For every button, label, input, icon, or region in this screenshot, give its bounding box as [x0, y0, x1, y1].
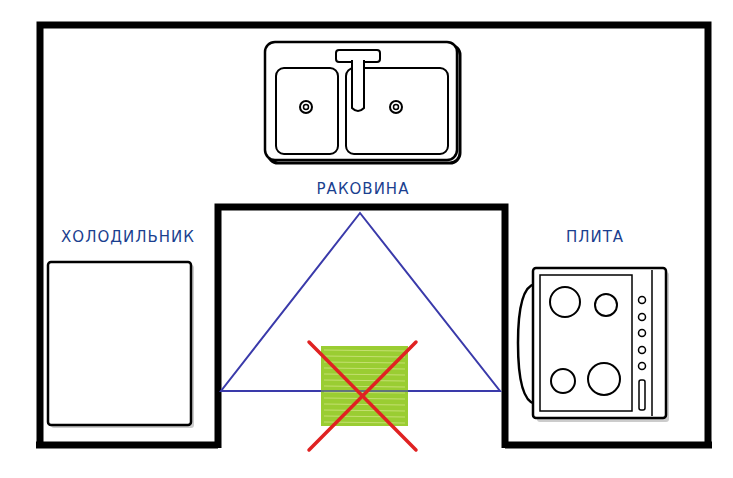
table-block	[321, 346, 408, 426]
appliance-label: РАКОВИНА	[315, 180, 412, 198]
stove-node: ПЛИТА	[512, 228, 678, 424]
cross-mark	[309, 342, 416, 450]
appliance-label: ХОЛОДИЛЬНИК	[59, 228, 197, 246]
stove-symbol	[518, 268, 669, 422]
table-texture	[324, 350, 405, 423]
sink-symbol	[265, 42, 460, 163]
sink-node: РАКОВИНА	[258, 36, 468, 198]
appliance-label: ПЛИТА	[564, 228, 626, 246]
fridge-node: ХОЛОДИЛЬНИК	[40, 228, 216, 432]
fridge-symbol	[48, 262, 194, 428]
